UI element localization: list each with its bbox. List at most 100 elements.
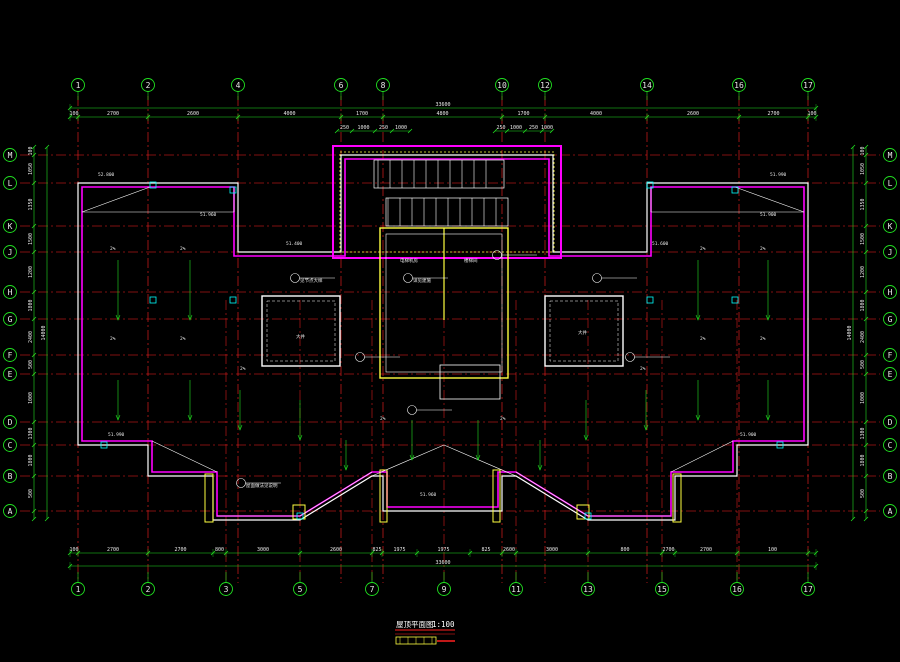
axis-bubble bbox=[376, 78, 390, 92]
axis-bubble bbox=[219, 582, 233, 596]
parapet-strip bbox=[204, 473, 214, 523]
dimension-tick bbox=[863, 352, 869, 358]
roof-drain bbox=[100, 441, 108, 449]
drainage-arrowhead bbox=[583, 434, 589, 441]
axis-bubble bbox=[3, 415, 17, 429]
axis-bubble-label: L bbox=[8, 179, 13, 188]
note-label: 详见建施 bbox=[413, 277, 431, 284]
roof-drain bbox=[296, 512, 304, 520]
dimension-label: 250 bbox=[496, 125, 505, 131]
axis-bubble bbox=[801, 582, 815, 596]
dimension-label: 3000 bbox=[257, 547, 269, 553]
dimension-label: 100 bbox=[69, 111, 78, 117]
axis-bubble-label: 4 bbox=[236, 81, 241, 90]
elevation-label: 51.400 bbox=[286, 241, 303, 247]
axis-bubble-label: 7 bbox=[370, 585, 375, 594]
axis-bubble bbox=[883, 312, 897, 326]
dimension-label: 2400 bbox=[28, 331, 34, 343]
drainage-arrowhead bbox=[115, 314, 121, 321]
dimension-label: 1300 bbox=[28, 427, 34, 439]
axis-bubble-label: B bbox=[8, 472, 13, 481]
axis-bubble bbox=[883, 348, 897, 362]
axis-bubble-label: H bbox=[8, 288, 13, 297]
dimension-tick bbox=[407, 128, 413, 134]
dimension-label: 1800 bbox=[28, 299, 34, 311]
dimension-label: 500 bbox=[28, 489, 34, 498]
drainage-arrowhead bbox=[343, 464, 349, 471]
axis-bubble bbox=[365, 582, 379, 596]
dimension-tick bbox=[863, 152, 869, 158]
axis-bubble-label: 5 bbox=[298, 585, 303, 594]
dimension-tick bbox=[504, 128, 510, 134]
roof-details bbox=[81, 159, 805, 520]
axis-bubble bbox=[231, 78, 245, 92]
dimension-label: 4800 bbox=[436, 111, 448, 117]
axis-bubble-label: E bbox=[8, 370, 13, 379]
room-label: 电梯机房 bbox=[400, 257, 418, 264]
axis-bubble bbox=[655, 582, 669, 596]
dimension-label: 1800 bbox=[860, 299, 866, 311]
axis-bubble bbox=[293, 582, 307, 596]
elevation-label: 51.990 bbox=[108, 432, 125, 438]
dimension-label: 825 bbox=[372, 547, 381, 553]
axis-bubble-label: 16 bbox=[734, 81, 744, 90]
roof-drain bbox=[646, 296, 654, 304]
axis-bubble-label: 1 bbox=[76, 81, 81, 90]
dimension-tick bbox=[31, 316, 37, 322]
parapet-strip bbox=[492, 469, 501, 523]
axis-bubble-label: E bbox=[888, 370, 893, 379]
dimension-tick bbox=[31, 473, 37, 479]
axis-bubble-label: M bbox=[888, 151, 893, 160]
axis-bubble bbox=[3, 219, 17, 233]
axis-bubble-label: J bbox=[8, 248, 13, 257]
axis-bubble bbox=[71, 78, 85, 92]
dimension-tick bbox=[31, 371, 37, 377]
roof-drain bbox=[229, 186, 237, 194]
dimension-label: 1000 bbox=[510, 125, 522, 131]
light-well-right bbox=[544, 295, 624, 367]
roof-drain bbox=[731, 186, 739, 194]
stair-core-hatch bbox=[339, 151, 555, 253]
dimension-label: 500 bbox=[860, 360, 866, 369]
slope-label: 2% bbox=[380, 416, 386, 422]
axis-bubble bbox=[883, 504, 897, 518]
axis-bubble bbox=[730, 582, 744, 596]
slope-label: 2% bbox=[110, 336, 116, 342]
elevation-label: 51.960 bbox=[200, 212, 217, 218]
roof-ridge-line bbox=[670, 440, 734, 473]
dimension-tick bbox=[31, 442, 37, 448]
drawing-title: 屋顶平面图 bbox=[396, 620, 434, 629]
axis-bubble bbox=[495, 78, 509, 92]
axis-bubble bbox=[581, 582, 595, 596]
roof-drain bbox=[149, 181, 157, 189]
dimension-tick bbox=[31, 419, 37, 425]
slope-label: 2% bbox=[640, 366, 646, 372]
dimension-tick bbox=[44, 144, 50, 150]
dimension-tick bbox=[522, 128, 528, 134]
dimension-label: 2700 bbox=[662, 547, 674, 553]
dimension-label: 2600 bbox=[687, 111, 699, 117]
dimension-tick bbox=[539, 128, 545, 134]
dimension-total-left: 14000 bbox=[41, 325, 47, 340]
machine-room-annex bbox=[439, 364, 501, 400]
slope-label: 2% bbox=[700, 336, 706, 342]
dimension-label: 100 bbox=[807, 111, 816, 117]
drainage-arrowhead bbox=[475, 454, 481, 461]
axis-bubble bbox=[883, 367, 897, 381]
dimension-label: 1000 bbox=[860, 392, 866, 404]
elevation-label: 51.990 bbox=[770, 172, 787, 178]
dimension-tick bbox=[31, 152, 37, 158]
axis-bubble bbox=[3, 285, 17, 299]
dimension-label: 1050 bbox=[860, 163, 866, 175]
drawing-title-block: 屋顶平面图 1:100 bbox=[395, 620, 455, 645]
axis-bubble bbox=[883, 245, 897, 259]
dimension-tick bbox=[863, 371, 869, 377]
room-label: 大井 bbox=[578, 329, 587, 336]
elevation-label: 51.900 bbox=[760, 212, 777, 218]
axis-bubble bbox=[538, 78, 552, 92]
axis-bubble bbox=[883, 285, 897, 299]
axis-bubble bbox=[3, 148, 17, 162]
axis-bubble-label: 17 bbox=[803, 81, 813, 90]
dimension-tick bbox=[863, 316, 869, 322]
